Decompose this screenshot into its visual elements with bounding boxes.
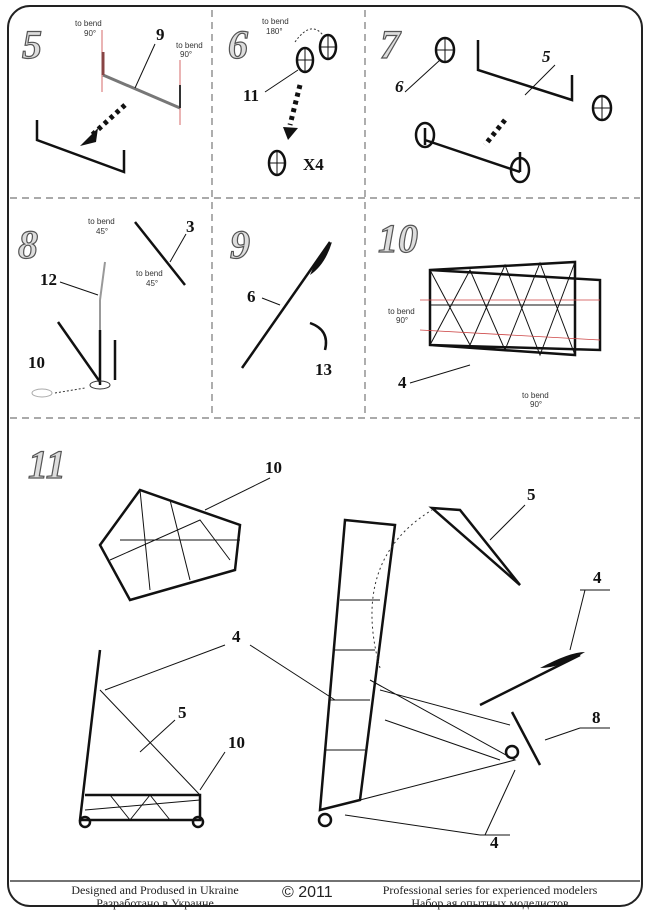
wheel-icon: [295, 46, 315, 74]
step-number: 11: [28, 442, 66, 487]
page-border: [7, 5, 643, 907]
step-number: 6: [228, 22, 248, 67]
part-number: 10: [228, 733, 245, 752]
bend-note: 45°: [96, 227, 108, 236]
series-text-ru: Набор ая опытных моделистов: [411, 896, 569, 910]
step-number: 8: [18, 222, 38, 267]
step-number: 5: [22, 22, 42, 67]
bend-note: to bend: [88, 217, 115, 226]
designed-in-text-ru: Разработано в Украине: [96, 896, 214, 910]
part-number: 6: [247, 287, 256, 306]
part-number: 10: [265, 458, 282, 477]
bend-note: 180°: [266, 27, 283, 36]
copyright: © 2011: [282, 884, 333, 901]
bend-note: 90°: [180, 50, 192, 59]
bend-note: to bend: [136, 269, 163, 278]
part-number: 3: [186, 217, 195, 236]
bend-note: 45°: [146, 279, 158, 288]
bend-note: to bend: [522, 391, 549, 400]
bend-note: 90°: [530, 400, 542, 409]
wheel-icon: [318, 33, 338, 61]
bend-note: to bend: [388, 307, 415, 316]
designed-in-text: Designed and Prodused in Ukraine: [71, 883, 239, 897]
bend-note: 90°: [84, 29, 96, 38]
wheel-icon: [267, 149, 287, 177]
part-number: 12: [40, 270, 57, 289]
step-number: 9: [230, 222, 250, 267]
series-text: Professional series for experienced mode…: [382, 883, 598, 897]
step-number: 7: [380, 22, 402, 67]
bend-note: to bend: [262, 17, 289, 26]
step-number: 10: [378, 216, 418, 261]
part-number: 5: [178, 703, 187, 722]
part-number: 13: [315, 360, 332, 379]
part-number: 8: [592, 708, 601, 727]
step-8-panel: 8 to bend 45° to bend 45° 3 12 10: [17, 217, 195, 398]
bend-note: to bend: [176, 41, 203, 50]
part-number: 9: [156, 25, 165, 44]
step-7-panel: 7 6 5: [379, 21, 613, 184]
bend-note: 90°: [396, 316, 408, 325]
part-number: 5: [527, 485, 536, 504]
footer-right: Professional series for experienced mode…: [345, 884, 635, 910]
footer-left: Designed and Prodused in Ukraine Разрабо…: [40, 884, 270, 910]
step-5-panel: 5 to bend 90° to bend 90° 9: [21, 19, 203, 174]
step-9-panel: 9 6 13: [229, 221, 332, 379]
part-number: 4: [593, 568, 602, 587]
step-10-panel: 10 to bend 90° to bend 90° 4: [377, 215, 602, 409]
part-number: 11: [243, 86, 259, 105]
part-number: 5: [542, 47, 551, 66]
part-number: 4: [398, 373, 407, 392]
part-number: 4: [232, 627, 241, 646]
bend-note: to bend: [75, 19, 102, 28]
step-6-panel: 6 to bend 180° 11 X4: [227, 17, 338, 177]
part-number: 4: [490, 833, 499, 852]
step-11-panel: 11 10 4 5 10 5 4 8 4: [27, 441, 610, 852]
axle-part: [102, 73, 181, 110]
quantity-label: X4: [303, 155, 324, 174]
part-number: 10: [28, 353, 45, 372]
part-number: 6: [395, 77, 404, 96]
